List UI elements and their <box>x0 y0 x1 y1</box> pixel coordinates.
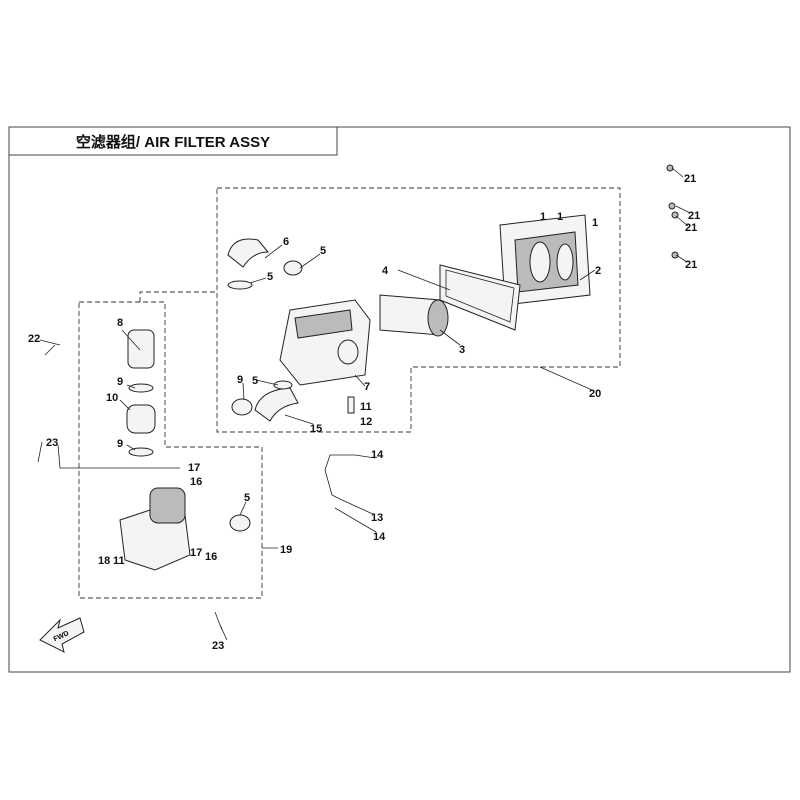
callout: 5 <box>252 375 258 387</box>
callout: 2 <box>595 265 601 277</box>
callout: 21 <box>685 259 697 271</box>
callout: 13 <box>371 512 383 524</box>
callout: 1 <box>592 217 598 229</box>
resonator-box <box>119 487 251 571</box>
callout: 21 <box>688 210 700 222</box>
callout: 22 <box>28 333 40 345</box>
connector-tubes <box>126 329 156 457</box>
callout: 10 <box>106 392 118 404</box>
filter-gasket <box>439 264 521 331</box>
callout: 9 <box>237 374 243 386</box>
callout: 21 <box>685 222 697 234</box>
callout: 7 <box>364 381 370 393</box>
lower-group-boundary <box>78 301 263 599</box>
callout: 9 <box>117 376 123 388</box>
callout: 3 <box>459 344 465 356</box>
callout: 6 <box>283 236 289 248</box>
callout: 15 <box>310 423 322 435</box>
callout: 5 <box>320 245 326 257</box>
drain-hose <box>324 396 355 501</box>
outlet-duct <box>231 380 299 422</box>
callout: 18 <box>98 555 110 567</box>
callout: 4 <box>382 265 389 277</box>
callout: 12 <box>360 416 372 428</box>
frame <box>8 126 791 673</box>
callout: 21 <box>684 173 696 185</box>
airbox-cover <box>499 214 591 306</box>
filter-element <box>379 294 449 337</box>
callout: 11 <box>360 401 372 413</box>
page-title: 空滤器组/ AIR FILTER ASSY <box>76 133 270 151</box>
callout: 17 <box>190 547 202 559</box>
title-box <box>8 126 338 156</box>
bolts <box>37 164 679 631</box>
callout: 20 <box>589 388 601 400</box>
callout: 11 <box>113 555 125 567</box>
callout: 17 <box>188 462 200 474</box>
callout: 19 <box>280 544 292 556</box>
callout: 23 <box>46 437 58 449</box>
airbox-group-boundary <box>216 187 621 433</box>
airbox-housing <box>279 299 371 386</box>
callout: 23 <box>212 640 224 652</box>
callout: 9 <box>117 438 123 450</box>
callout: 14 <box>371 449 384 461</box>
group-connector <box>139 291 217 302</box>
callout: 8 <box>117 317 123 329</box>
callout: 16 <box>190 476 202 488</box>
callout: 5 <box>244 492 250 504</box>
leader-lines <box>39 167 691 641</box>
callout: 5 <box>267 271 273 283</box>
intake-elbow <box>227 238 303 290</box>
callout: 1 <box>540 211 546 223</box>
callout: 16 <box>205 551 217 563</box>
callout: 1 <box>557 211 563 223</box>
callout: 14 <box>373 531 386 543</box>
callouts: 21 1 1 1 21 21 2 21 6 5 5 4 3 8 22 9 10 … <box>28 173 700 652</box>
fwd-arrow: FWD <box>39 617 85 653</box>
